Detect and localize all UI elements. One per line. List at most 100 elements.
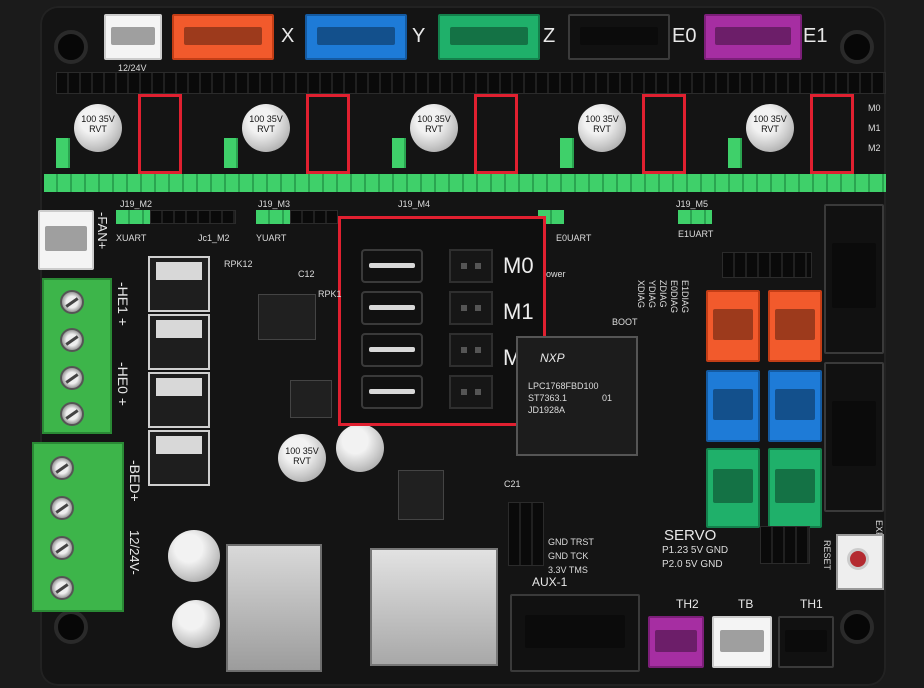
ms-label-m1: M1: [868, 123, 881, 133]
motor-e0-connector: [568, 14, 670, 60]
exp-label: EXP: [874, 520, 884, 539]
endstop-z-max: [768, 448, 822, 528]
driver-header-top: [56, 72, 886, 94]
jtag-row2: GND TCK: [548, 551, 589, 561]
driver-enable-pins-1: [56, 138, 70, 168]
boot-label: BOOT: [612, 317, 638, 327]
microstep-jumper-box-3: [474, 94, 518, 174]
driver-enable-pins-5: [728, 138, 742, 168]
motor-y-connector: [305, 14, 407, 60]
component-ref-rpk1: RPK1: [318, 289, 342, 299]
zoom-jumper-1: [361, 249, 423, 283]
mcu-line3: JD1928A: [528, 405, 566, 415]
header-label-xuart: XUART: [116, 233, 147, 243]
cap-c16: [168, 530, 220, 582]
cap-c11: [172, 600, 220, 648]
uart-jumper-y: [256, 210, 290, 224]
ic-r10-area: [290, 380, 332, 418]
mcu-brand: NXP: [540, 351, 565, 365]
thermistor-tb-connector: [712, 616, 772, 668]
thermistor-th1-connector: [778, 616, 834, 668]
power-label: 12/24V: [118, 63, 147, 73]
motor-z-label: Z: [543, 25, 556, 47]
uart-jumper-e1: [678, 210, 712, 224]
driver-header-green: [44, 174, 886, 192]
motor-e1-connector: [704, 14, 802, 60]
servo-title: SERVO: [664, 527, 717, 544]
bed-label: -BED+: [127, 460, 143, 502]
component-ref-rpk12: RPK12: [224, 259, 253, 269]
mosfet-1: [148, 256, 210, 312]
motor-e1-label: E1: [803, 25, 828, 47]
uart-jumper-x: [116, 210, 150, 224]
bed-screw-2: [50, 496, 74, 520]
thermistor-th2-label: TH2: [676, 597, 699, 611]
aux-header: [510, 594, 640, 672]
mounting-hole-top-left: [54, 30, 88, 64]
heater-screw-3: [60, 366, 84, 390]
uart-pins-row-1: [150, 210, 236, 224]
cap-c17: [336, 424, 384, 472]
servo-row1: P1.23 5V GND: [662, 545, 729, 556]
jtag-row1: GND TRST: [548, 537, 594, 547]
he0-label: -HE0 +: [115, 362, 131, 406]
header-label-yuart: YUART: [256, 233, 287, 243]
endstop-z-min: [706, 448, 760, 528]
microstep-jumper-box-5: [810, 94, 854, 174]
driver-cap-1: 100 35V RVT: [74, 104, 122, 152]
driver-bay-3: 100 35V RVT: [392, 94, 552, 174]
endstop-x-min: [706, 290, 760, 362]
mosfet-4: [148, 430, 210, 486]
mcu-line2: ST7363.1: [528, 393, 568, 403]
motor-x-connector: [172, 14, 274, 60]
heater-screw-1: [60, 290, 84, 314]
thermistor-tb-label: TB: [738, 597, 754, 611]
driver-bay-1: 100 35V RVT: [56, 94, 216, 174]
usb-b-port: [226, 544, 322, 672]
motor-x-label: X: [281, 25, 295, 47]
exp-header-1: [824, 204, 884, 354]
diag-x: XDIAG: [636, 280, 646, 309]
sd-card-slot[interactable]: [370, 548, 498, 666]
zoom-pins-2: [449, 291, 493, 325]
mcu-line1: LPC1768FBD100: [528, 381, 599, 391]
endstop-y-max: [768, 370, 822, 442]
reset-button-cap[interactable]: [847, 548, 869, 570]
driver-cap-2: 100 35V RVT: [242, 104, 290, 152]
reset-switch[interactable]: [836, 534, 884, 590]
diag-e0: E0DIAG: [669, 280, 679, 314]
zoom-pins-4: [449, 375, 493, 409]
heater-screw-2: [60, 328, 84, 352]
header-label-j19-m2: J19_M2: [120, 199, 153, 209]
diag-z: ZDIAG: [658, 280, 668, 308]
microstep-jumper-box-1: [138, 94, 182, 174]
servo-header: [760, 526, 810, 564]
jtag-row3: 3.3V TMS: [548, 565, 588, 575]
microstep-jumper-box-4: [642, 94, 686, 174]
servo-row2: P2.0 5V GND: [662, 559, 723, 570]
zoom-jumper-3: [361, 333, 423, 367]
bed-screw-1: [50, 456, 74, 480]
heater-terminal-block: [42, 278, 112, 434]
power-connector-white: [104, 14, 162, 60]
driver-cap-3: 100 35V RVT: [410, 104, 458, 152]
motor-z-connector: [438, 14, 540, 60]
ms-label-m2: M2: [868, 143, 881, 153]
exp-header-2: [824, 362, 884, 512]
regulator-u3: [398, 470, 444, 520]
fan-label: -FAN+: [95, 212, 110, 250]
mosfet-2: [148, 314, 210, 370]
component-ref-p026: C21: [504, 479, 521, 489]
uart-pins-row-2: [290, 210, 338, 224]
cap-c18: 100 35V RVT: [278, 434, 326, 482]
bed-power-terminal-block: [32, 442, 124, 612]
microstep-jumper-zoom-inset: M0 M1 M2: [338, 216, 546, 426]
driver-bay-2: 100 35V RVT: [224, 94, 384, 174]
mcu-code: 01: [602, 393, 613, 403]
diag-y: YDIAG: [647, 280, 657, 309]
component-ref-c12: C12: [298, 269, 315, 279]
microstep-jumper-box-2: [306, 94, 350, 174]
diag-e1: E1DIAG: [680, 280, 690, 314]
header-label-jc1-m2: Jc1_M2: [198, 233, 230, 243]
thermistor-th1-label: TH1: [800, 597, 823, 611]
